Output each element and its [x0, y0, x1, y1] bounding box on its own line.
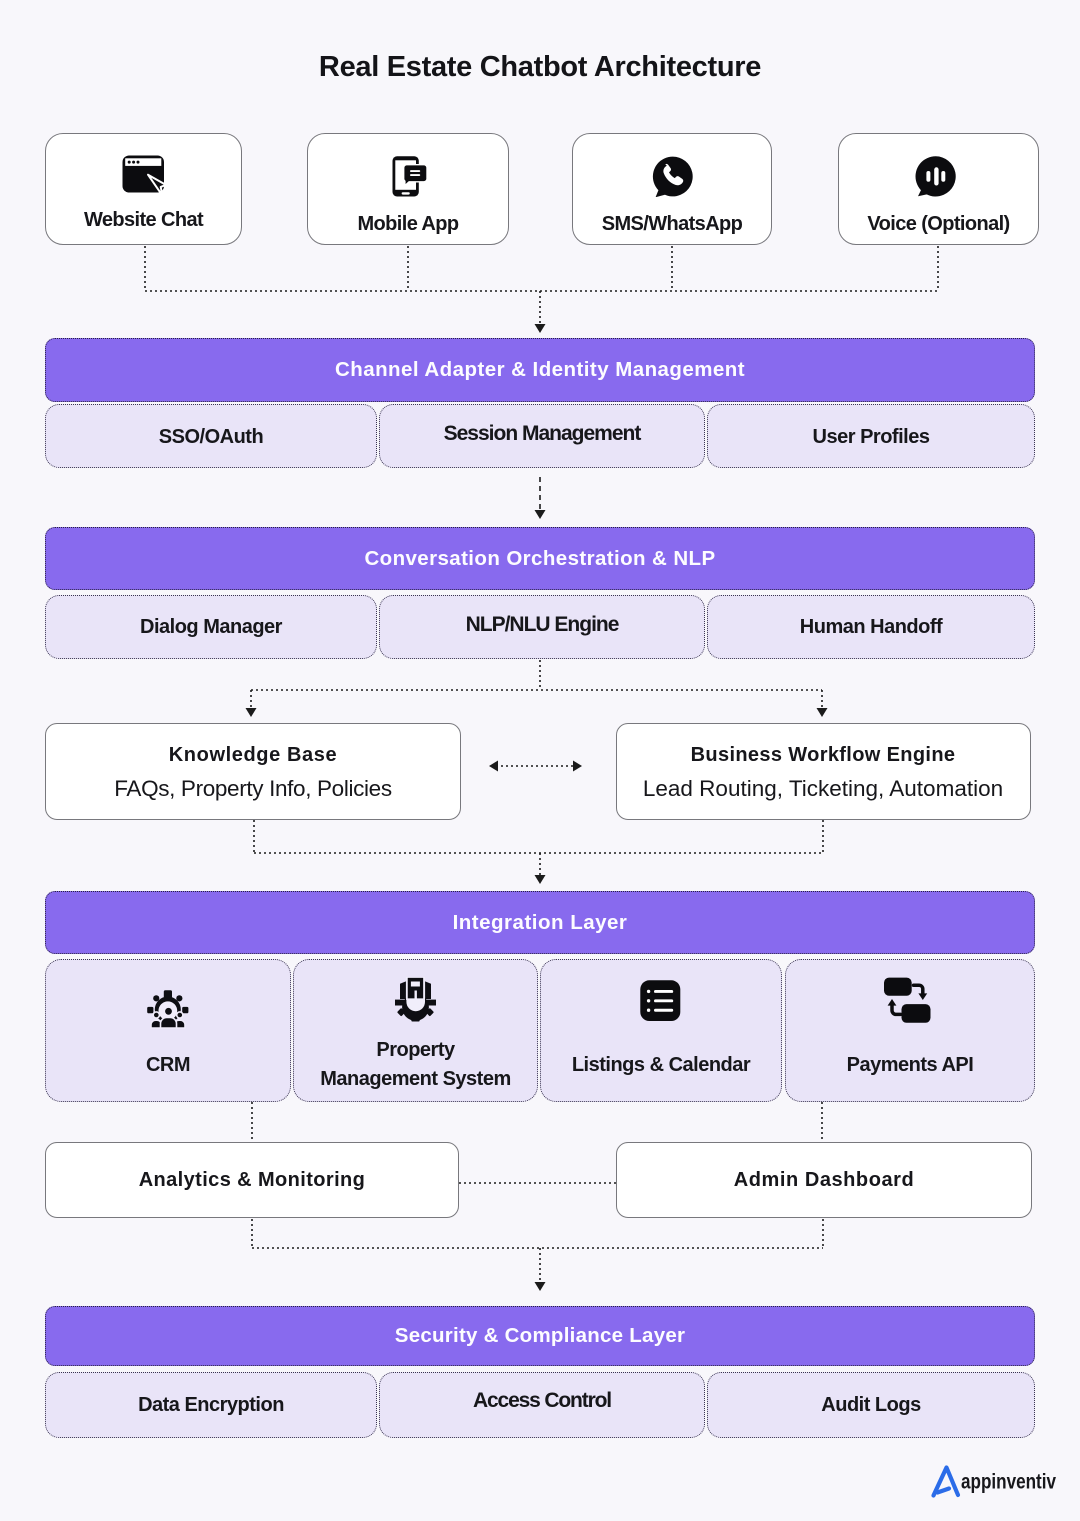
svg-text:appinventiv: appinventiv [961, 1470, 1056, 1494]
